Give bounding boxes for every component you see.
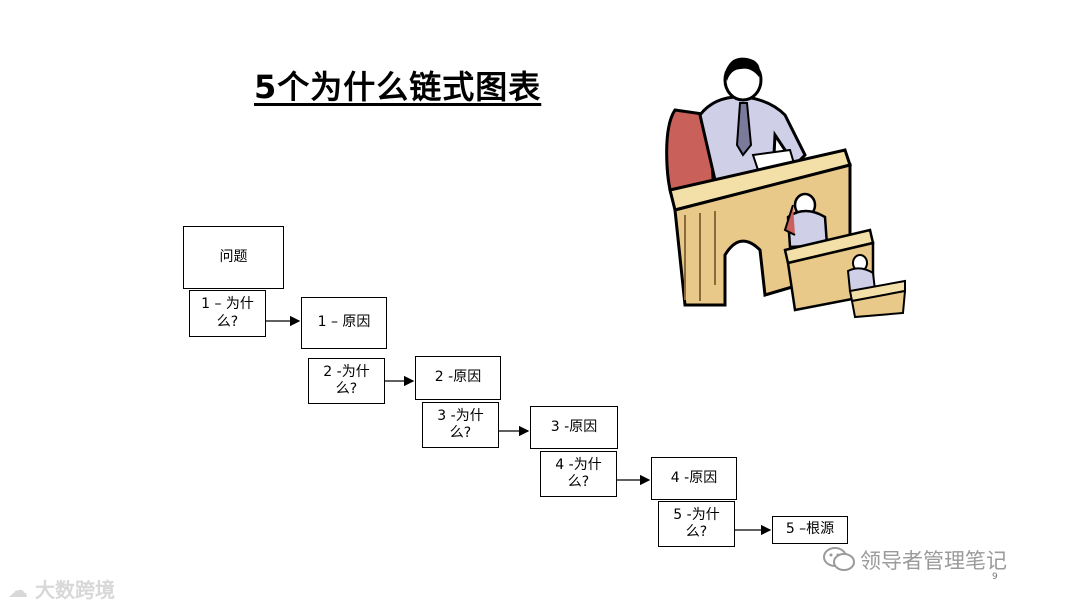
cause-box-1: 1 – 原因 [301, 297, 387, 349]
why-2-line2: 么? [335, 381, 358, 397]
cause-box-4: 4 -原因 [651, 457, 737, 500]
page-number: 9 [992, 572, 998, 582]
cause-box-2: 2 -原因 [415, 356, 501, 400]
cause-2-label: 2 -原因 [434, 369, 482, 386]
cause-4-label: 4 -原因 [670, 469, 718, 486]
why-box-5: 5 -为什么? [658, 501, 735, 547]
watermark-left: ☁ 大数跨境 [8, 574, 115, 603]
why-4-line2: 么? [567, 474, 590, 490]
why-4-line1: 4 -为什 [555, 456, 602, 473]
watermark-left-icon: ☁ [8, 578, 35, 602]
why-1-line2: 么? [216, 313, 239, 330]
cause-3-label: 3 -原因 [550, 418, 598, 435]
why-box-2: 2 -为什么? [308, 358, 385, 404]
why-5-line1: 5 -为什 [673, 506, 720, 523]
slide-title: 5个为什么链式图表 [254, 68, 542, 106]
cause-1-label: 1 – 原因 [317, 314, 371, 331]
why-1-line1: 1 – 为什 [201, 296, 254, 312]
why-box-4: 4 -为什么? [540, 451, 617, 497]
problem-label: 问题 [219, 248, 248, 265]
root-cause-label: 5 –根源 [785, 521, 835, 538]
why-5-line2: 么? [685, 524, 708, 540]
watermark-right: 领导者管理笔记 [860, 549, 1007, 573]
why-3-line1: 3 -为什 [437, 407, 484, 424]
why-3-line2: 么? [449, 425, 472, 441]
problem-box: 问题 [183, 226, 284, 289]
root-cause-box: 5 –根源 [772, 516, 848, 544]
why-box-3: 3 -为什么? [422, 402, 499, 448]
cause-box-3: 3 -原因 [530, 406, 618, 449]
wechat-icon [823, 547, 855, 571]
why-box-1: 1 – 为什么? [189, 290, 266, 337]
watermark-left-label: 大数跨境 [34, 578, 115, 602]
boss-desk-illustration [665, 57, 907, 319]
why-2-line1: 2 -为什 [323, 363, 370, 380]
